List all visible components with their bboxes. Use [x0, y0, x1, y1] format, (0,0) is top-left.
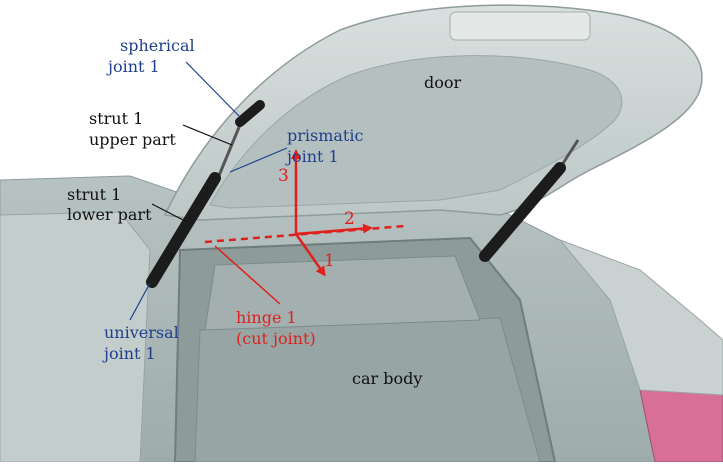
strut-lower-leader [151, 203, 188, 223]
hinge-label-line1: hinge 1 [236, 308, 297, 327]
universal-joint-leader [129, 282, 151, 321]
spherical-joint-label-line1: spherical [120, 36, 195, 55]
strut-1 [146, 100, 265, 288]
strut-1-upper-part [235, 100, 265, 127]
strut-upper-leader [182, 124, 233, 146]
right-fender [558, 238, 723, 396]
door-light-housing [449, 11, 591, 41]
axis-2-arrow [295, 223, 373, 236]
prismatic-joint-leader [229, 147, 288, 173]
strut-lower-label-line2: lower part [67, 205, 152, 224]
strut-2 [479, 139, 580, 262]
door [163, 4, 703, 221]
axis-1-label: 1 [324, 251, 335, 271]
universal-joint-label-line1: universal [104, 323, 179, 342]
strut-2-cylinder [479, 162, 566, 262]
axis-2-label: 2 [344, 209, 355, 229]
strut-1-rod [216, 119, 244, 179]
prismatic-joint-label-line2: joint 1 [285, 147, 339, 166]
strut-lower-label-line1: strut 1 [67, 185, 121, 204]
strut-upper-label-line1: strut 1 [89, 109, 143, 128]
hinge-leader [214, 245, 281, 305]
hinge-label-line2: (cut joint) [236, 329, 316, 348]
left-rear-side [0, 211, 151, 463]
car-body-label: car body [352, 369, 422, 388]
strut-1-lower-part [146, 172, 221, 288]
axis-3-label: 3 [278, 166, 289, 186]
strut-upper-label-line2: upper part [89, 130, 176, 149]
leader-lines [129, 61, 288, 321]
universal-joint-label-line2: joint 1 [102, 344, 156, 363]
door-label: door [424, 73, 462, 92]
labels: door car body spherical joint 1 strut 1 … [67, 36, 462, 388]
spherical-joint-leader [185, 61, 241, 118]
prismatic-joint-label-line1: prismatic [287, 126, 363, 145]
rear-seat-back [204, 255, 481, 331]
spherical-joint-label-line2: joint 1 [106, 57, 160, 76]
axis-1-arrow [294, 233, 326, 277]
coordinate-frame: 3 2 1 [278, 149, 373, 277]
